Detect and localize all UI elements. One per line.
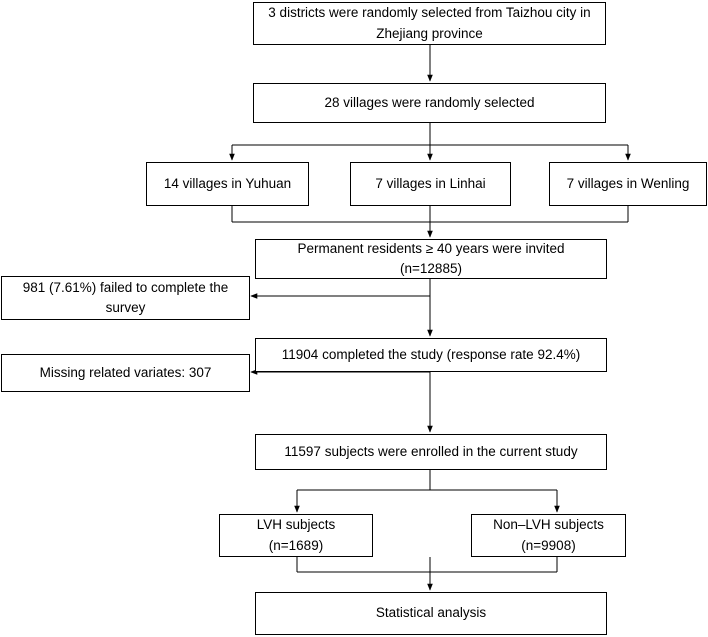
completed-text: 11904 completed the study (response rate…: [281, 346, 581, 362]
wenling-text: 7 villages in Wenling: [566, 175, 690, 191]
wenling-box: 7 villages in Wenling: [549, 162, 707, 206]
nonlvh-box: Non–LVH subjects (n=9908): [471, 514, 626, 557]
linhai-box: 7 villages in Linhai: [350, 162, 511, 206]
enrolled-text: 11597 subjects were enrolled in the curr…: [284, 443, 578, 459]
invited-text-line1: Permanent residents ≥ 40 years were invi…: [297, 240, 565, 256]
completed-box: 11904 completed the study (response rate…: [255, 338, 607, 372]
villages-text: 28 villages were randomly selected: [324, 94, 535, 110]
lvh-text-line1: LVH subjects: [256, 517, 336, 533]
invited-box: Permanent residents ≥ 40 years were invi…: [255, 239, 607, 279]
linhai-text: 7 villages in Linhai: [375, 175, 486, 191]
failed-box: 981 (7.61%) failed to complete the surve…: [1, 276, 250, 320]
failed-text: 981 (7.61%) failed to complete the surve…: [22, 279, 229, 315]
villages-box: 28 villages were randomly selected: [253, 83, 606, 123]
lvh-text-line2: (n=1689): [268, 537, 324, 553]
missing-box: Missing related variates: 307: [1, 354, 250, 392]
missing-text: Missing related variates: 307: [39, 364, 212, 380]
analysis-box: Statistical analysis: [255, 592, 607, 635]
lvh-box: LVH subjects (n=1689): [219, 514, 373, 557]
districts-text: 3 districts were randomly selected from …: [268, 5, 591, 41]
enrolled-box: 11597 subjects were enrolled in the curr…: [255, 434, 607, 470]
yuhuan-box: 14 villages in Yuhuan: [146, 162, 309, 206]
nonlvh-text-line1: Non–LVH subjects: [493, 517, 604, 533]
invited-text-line2: (n=12885): [400, 261, 462, 276]
yuhuan-text: 14 villages in Yuhuan: [163, 175, 292, 191]
nonlvh-text-line2: (n=9908): [521, 537, 576, 553]
analysis-text: Statistical analysis: [375, 605, 487, 621]
districts-box: 3 districts were randomly selected from …: [253, 2, 606, 45]
